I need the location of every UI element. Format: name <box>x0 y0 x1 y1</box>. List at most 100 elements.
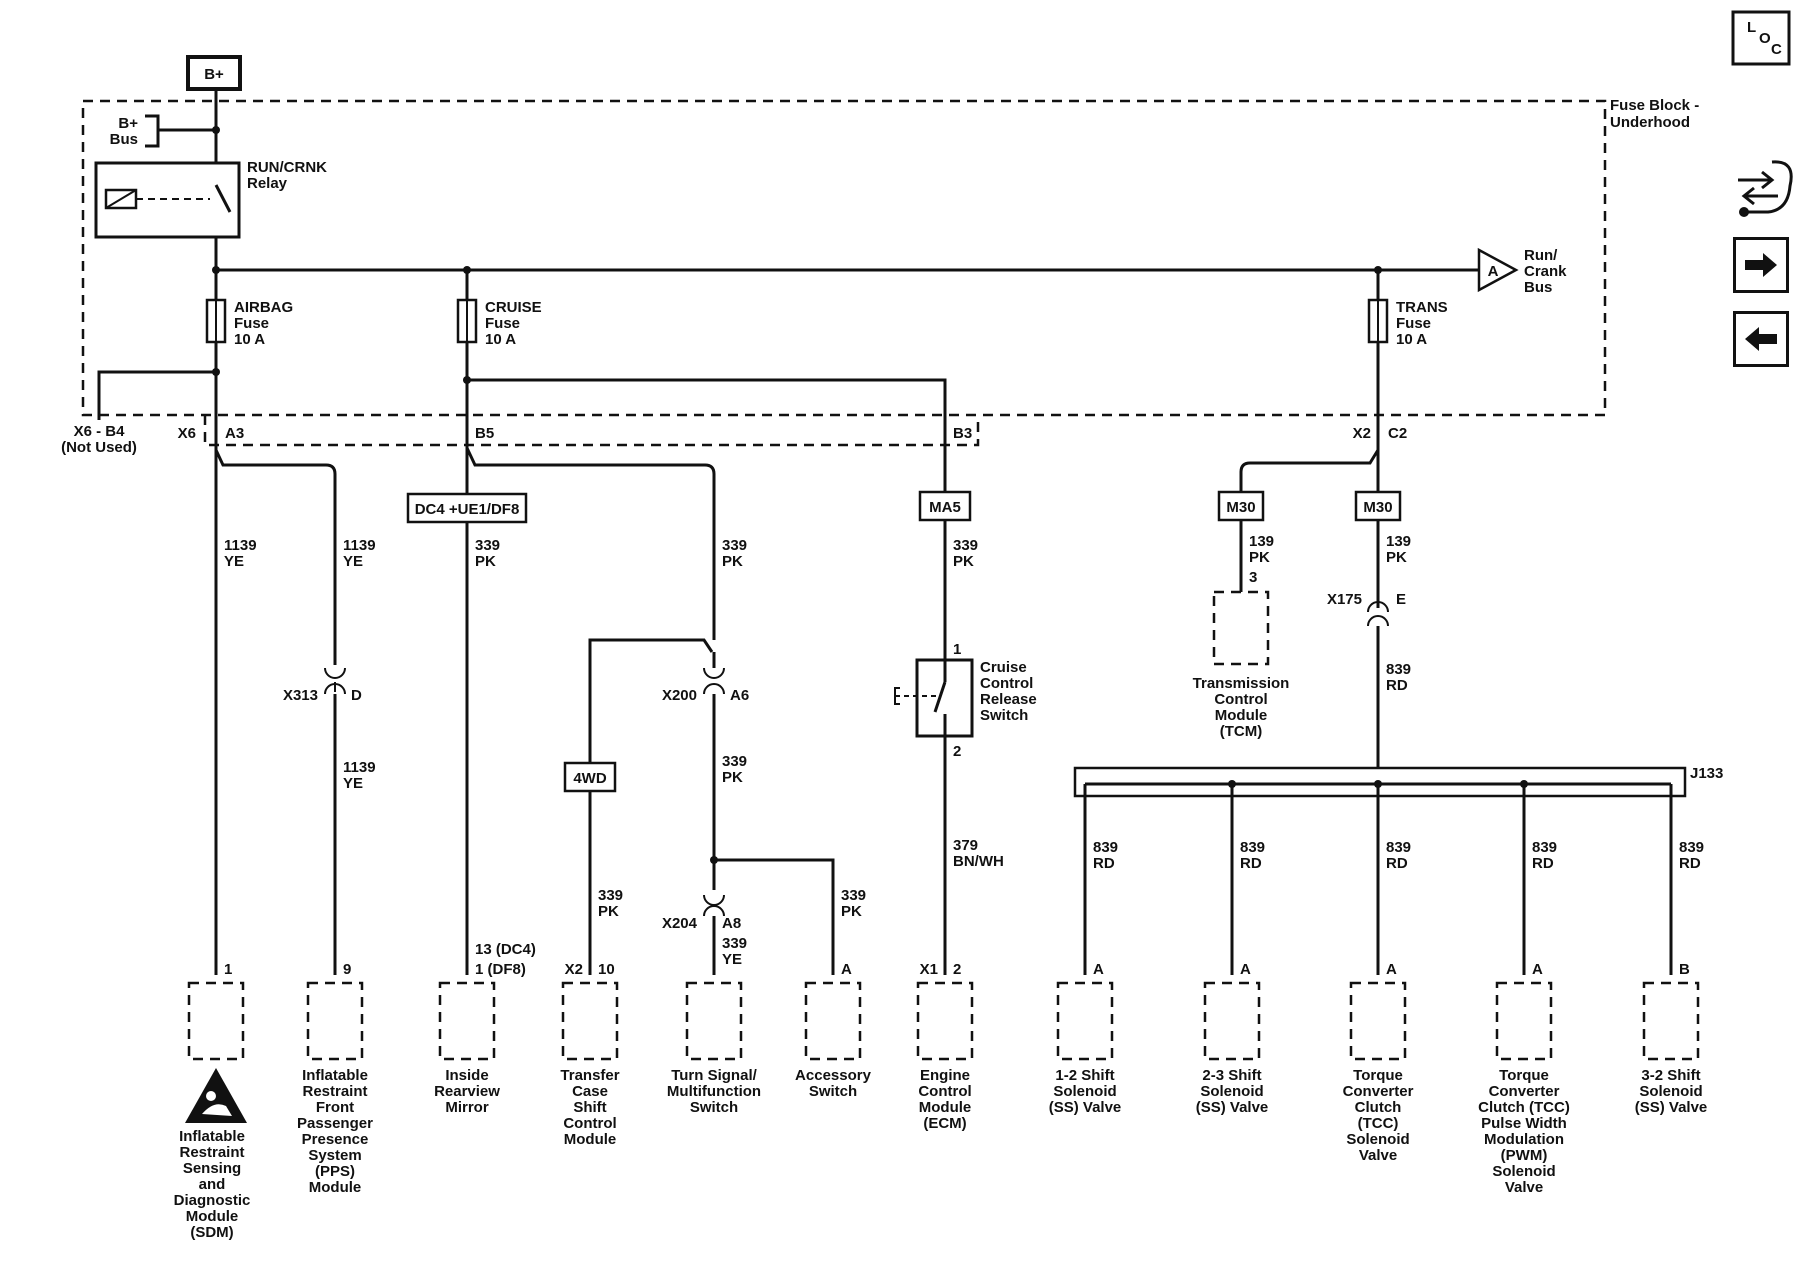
svg-text:Turn Signal/: Turn Signal/ <box>671 1067 757 1084</box>
s12-box[interactable] <box>1056 981 1114 1061</box>
s23-box[interactable] <box>1203 981 1261 1061</box>
run-crank-bus-label-2: Crank <box>1524 263 1567 280</box>
loc-o: O <box>1759 30 1771 47</box>
w339-turn-num: 339 <box>722 537 747 554</box>
cruise-fuse-label-1: CRUISE <box>485 299 542 316</box>
loc-l: L <box>1747 19 1756 36</box>
svg-text:Switch: Switch <box>690 1099 738 1116</box>
acc-pin-label: A <box>841 961 852 978</box>
svg-text:Pulse Width: Pulse Width <box>1481 1115 1567 1132</box>
mirror-box[interactable] <box>438 981 496 1061</box>
previous-page-button[interactable] <box>1733 311 1789 367</box>
svg-text:Control: Control <box>918 1083 971 1100</box>
s32-box[interactable] <box>1642 981 1700 1061</box>
run-crank-bus-arrow <box>1477 247 1519 293</box>
w839-main-color: RD <box>1386 677 1408 694</box>
fuse-block-label-1: Fuse Block - <box>1610 97 1699 114</box>
w1139-pps2-color: YE <box>343 775 363 792</box>
svg-text:Converter: Converter <box>1343 1083 1414 1100</box>
x204-label: X204 <box>662 915 698 932</box>
battery-label: B+ <box>204 66 224 83</box>
j133-label: J133 <box>1690 765 1723 782</box>
w339-yel-color: YE <box>722 951 742 968</box>
w339-x200-num: 339 <box>722 753 747 770</box>
loc-box[interactable] <box>1731 10 1791 66</box>
svg-text:Module: Module <box>564 1131 617 1148</box>
svg-text:Converter: Converter <box>1489 1083 1560 1100</box>
w1139-sdm-color: YE <box>224 553 244 570</box>
svg-text:(TCC): (TCC) <box>1358 1115 1399 1132</box>
switch-label-2: Control <box>980 675 1033 692</box>
x313-pin-label: D <box>351 687 362 704</box>
tcm-box[interactable] <box>1212 590 1270 666</box>
acc-label: Accessory Switch <box>795 1067 872 1100</box>
w339-ecm-num: 339 <box>953 537 978 554</box>
w339-acc-num: 339 <box>841 887 866 904</box>
cruise-fuse-label-2: Fuse <box>485 315 520 332</box>
svg-text:(SS) Valve: (SS) Valve <box>1049 1099 1122 1116</box>
s23-label: 2-3 Shift Solenoid (SS) Valve <box>1196 1067 1269 1116</box>
svg-text:Rearview: Rearview <box>434 1083 500 1100</box>
w139-tcm-color: PK <box>1249 549 1270 566</box>
4wd-option-box <box>563 761 617 793</box>
w379-color: BN/WH <box>953 853 1004 870</box>
svg-text:(SDM): (SDM) <box>190 1224 233 1241</box>
ma5-option-label: MA5 <box>929 499 961 516</box>
svg-text:Control: Control <box>1214 691 1267 708</box>
svg-text:Transmission: Transmission <box>1193 675 1290 692</box>
pwm-box[interactable] <box>1495 981 1553 1061</box>
x175-pin-label: E <box>1396 591 1406 608</box>
trans-fuse-label-2: Fuse <box>1396 315 1431 332</box>
w379-num: 379 <box>953 837 978 854</box>
svg-text:Solenoid: Solenoid <box>1639 1083 1702 1100</box>
cruise-fuse-label-3: 10 A <box>485 331 516 348</box>
w339-4wd-num: 339 <box>598 887 623 904</box>
sdm-label: Inflatable Restraint Sensing and Diagnos… <box>174 1128 251 1241</box>
tcase-pin-label: 10 <box>598 961 615 978</box>
s12-pin-label: A <box>1093 961 1104 978</box>
svg-text:Solenoid: Solenoid <box>1053 1083 1116 1100</box>
sdm-box[interactable] <box>187 981 245 1061</box>
svg-text:System: System <box>308 1147 361 1164</box>
relay-label-2: Relay <box>247 175 288 192</box>
schematic-navigation-icon[interactable] <box>1738 160 1793 217</box>
run-crank-bus-label-1: Run/ <box>1524 247 1558 264</box>
b5-label: B5 <box>475 425 494 442</box>
svg-text:(TCM): (TCM) <box>1220 723 1262 740</box>
w839-pwm-color: RD <box>1532 855 1554 872</box>
svg-text:Front: Front <box>316 1099 354 1116</box>
switch-label-3: Release <box>980 691 1037 708</box>
tcc-box[interactable] <box>1349 981 1407 1061</box>
svg-text:(PWM): (PWM) <box>1501 1147 1548 1164</box>
trans-fuse-label-1: TRANS <box>1396 299 1448 316</box>
c2-label: C2 <box>1388 425 1407 442</box>
mirror-pin-label-1: 13 (DC4) <box>475 941 536 958</box>
pps-label: Inflatable Restraint Front Passenger Pre… <box>297 1067 373 1196</box>
svg-text:Torque: Torque <box>1499 1067 1549 1084</box>
x200-label: X200 <box>662 687 697 704</box>
a8-label: A8 <box>722 915 741 932</box>
svg-text:Solenoid: Solenoid <box>1346 1131 1409 1148</box>
w839-tcc-color: RD <box>1386 855 1408 872</box>
svg-text:Passenger: Passenger <box>297 1115 373 1132</box>
next-page-button[interactable] <box>1733 237 1789 293</box>
arrow-left-icon <box>1745 327 1777 351</box>
turn-box[interactable] <box>685 981 743 1061</box>
acc-box[interactable] <box>804 981 862 1061</box>
pps-box[interactable] <box>306 981 364 1061</box>
svg-text:Clutch (TCC): Clutch (TCC) <box>1478 1099 1570 1116</box>
ecm-box[interactable] <box>916 981 974 1061</box>
svg-text:Torque: Torque <box>1353 1067 1403 1084</box>
s23-pin-label: A <box>1240 961 1251 978</box>
svg-text:(ECM): (ECM) <box>923 1115 966 1132</box>
w839-s23-color: RD <box>1240 855 1262 872</box>
svg-text:Module: Module <box>919 1099 972 1116</box>
svg-text:Switch: Switch <box>809 1083 857 1100</box>
tcase-box[interactable] <box>561 981 619 1061</box>
w139-tcm-num: 139 <box>1249 533 1274 550</box>
w339-mirror-color: PK <box>475 553 496 570</box>
w839-s12-num: 839 <box>1093 839 1118 856</box>
s32-label: 3-2 Shift Solenoid (SS) Valve <box>1635 1067 1708 1116</box>
airbag-fuse-label-3: 10 A <box>234 331 265 348</box>
svg-text:Modulation: Modulation <box>1484 1131 1564 1148</box>
